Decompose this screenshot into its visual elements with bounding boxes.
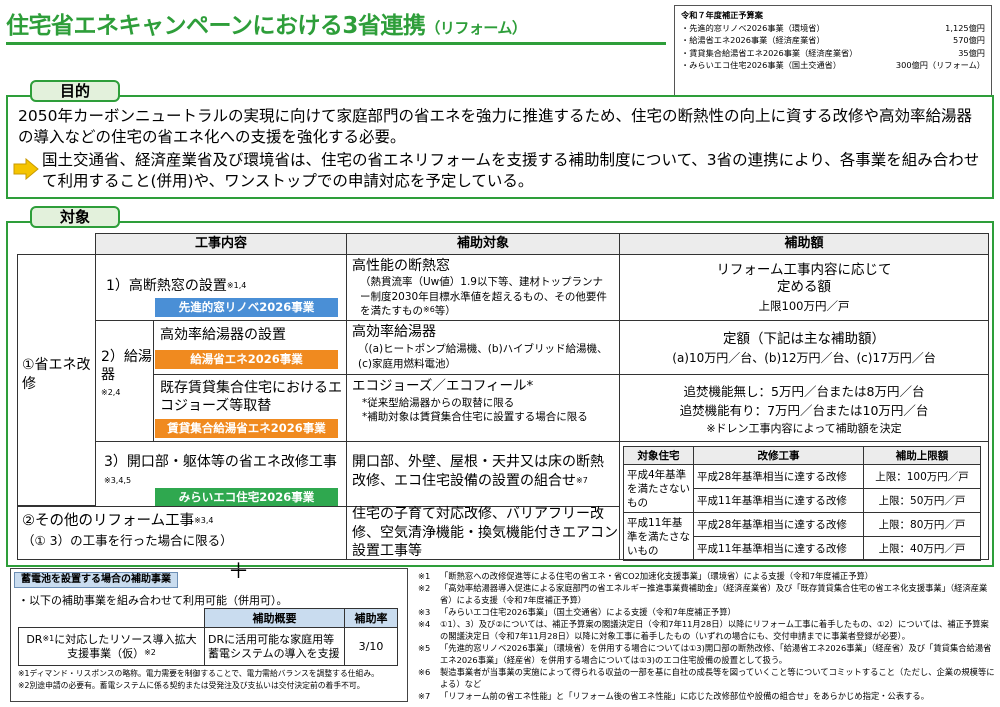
opening-target-cell xyxy=(346,441,620,507)
opening-work-label: 3）開口部・躯体等の省エネ改修工事※3,4,5 xyxy=(104,454,337,485)
footnote: ※3「みらいエコ住宅2026事業」（国土交通省）による支援（令和7年度補正予算） xyxy=(418,607,736,617)
other-work-sub: （① 3）の工事を行った場合に限る） xyxy=(22,533,233,548)
battery-table-blank xyxy=(19,609,205,628)
target-tab: 対象 xyxy=(30,206,120,228)
battery-lead: ・以下の補助事業を組み合わせて利用可能（併用可）。 xyxy=(18,594,288,607)
window-target-detail: （熱貫流率（Uw値）1.9以下等、建材トップランナー制度2030年目標水準値を超… xyxy=(360,276,607,317)
cap-amount: 上限：80万円／戸 xyxy=(863,512,981,537)
objective-section xyxy=(6,95,994,199)
rental-amount-line1: 追焚機能無し：5万円／台または8万円／台 xyxy=(683,384,925,399)
rental-program-badge: 賃貸集合給湯省エネ2026事業 xyxy=(155,419,338,438)
high-eff-target-title: 高効率給湯器 xyxy=(352,324,436,340)
budget-row: ・先進的窓リノベ2026事業（環境省）1,125億円 xyxy=(681,22,985,33)
footnote: ※1「断熱窓への改修促進等による住宅の省エネ・省CO2加速化支援事業」（環境省）… xyxy=(418,571,874,581)
objective-tab: 目的 xyxy=(30,80,120,102)
window-target-cell xyxy=(346,254,620,321)
battery-program-summary: DRに活用可能な家庭用等蓄電システムの導入を支援 xyxy=(204,627,345,666)
cap-amount: 上限：50万円／戸 xyxy=(863,488,981,513)
high-eff-amount-line1: 定額（下記は主な補助額） xyxy=(723,331,885,347)
battery-header-summary: 補助概要 xyxy=(204,608,345,628)
battery-header-rate: 補助率 xyxy=(344,608,398,628)
battery-program-rate: 3/10 xyxy=(344,627,398,666)
title-underline xyxy=(6,42,666,45)
header-work: 工事内容 xyxy=(95,233,347,255)
window-amount-cell xyxy=(619,254,989,321)
budget-row: ・給湯省エネ2026事業（経済産業省）570億円 xyxy=(681,35,985,45)
cap-table: 対象住宅 改修工事 補助上限額 平成4年基準を満たさないもの 平成28年基準相当… xyxy=(623,446,981,561)
window-program-badge: 先進的窓リノベ2026事業 xyxy=(155,298,338,317)
budget-box: 令和７年度補正予算案 ・先進的窓リノベ2026事業（環境省）1,125億円 ・給… xyxy=(674,5,992,96)
high-eff-amount-line2: (a)10万円／台、(b)12万円／台、(c)17万円／台 xyxy=(672,351,936,365)
battery-tag: 蓄電池を設置する場合の補助事業 xyxy=(14,572,178,588)
rental-target-title: エコジョーズ／エコフィール* xyxy=(352,378,534,394)
budget-heading: 令和７年度補正予算案 xyxy=(681,10,763,20)
opening-target-text: 開口部、外壁、屋根・天井又は床の断熱改修、エコ住宅設備の設置の組合せ※7 xyxy=(352,454,604,489)
page-title-suffix: （リフォーム） xyxy=(425,19,527,37)
water-heater-group-cell xyxy=(95,320,154,442)
footnote: ※2「高効率給湯器導入促進による家庭部門の省エネルギー推進事業費補助金」（経済産… xyxy=(418,583,988,605)
energy-category-label: ①省エネ改修 xyxy=(22,357,91,392)
window-amount-cap: 上限100万円／戸 xyxy=(758,299,850,313)
footnote: ※7「リフォーム前の省エネ性能」と「リフォーム後の省エネ性能」に応じた改修部位や… xyxy=(418,691,930,701)
objective-paragraph-collab: 国土交通省、経済産業省及び環境省は、住宅の省エネリフォームを支援する補助制度につ… xyxy=(42,151,980,190)
high-eff-program-badge: 給湯省エネ2026事業 xyxy=(155,350,338,369)
other-target-text: 住宅の子育て対応改修、バリアフリー改修、空気清浄機能・換気機能付きエアコン設置工… xyxy=(352,506,618,559)
rental-amount-cell xyxy=(619,374,989,442)
other-work-label: ②その他のリフォーム工事※3,4 xyxy=(22,513,214,529)
rental-target-cell xyxy=(346,374,620,442)
opening-program-badge: みらいエコ住宅2026事業 xyxy=(155,488,338,507)
water-heater-group-note: ※2,4 xyxy=(101,388,121,397)
window-amount-line2: 定める額 xyxy=(777,279,831,295)
rental-amount-line2: 追焚機能有り：7万円／台または10万円／台 xyxy=(679,403,929,418)
footnote: ※5「先進的窓リノベ2026事業」（環境省）を併用する場合については①3)開口部… xyxy=(418,643,992,665)
budget-row: ・賃貸集合給湯省エネ2026事業（経済産業省）35億円 xyxy=(681,47,985,58)
water-heater-group-label: 2）給湯器 xyxy=(101,349,152,383)
cap-header-house: 対象住宅 xyxy=(623,446,694,465)
battery-program-name: DR※1に対応したリソース導入拡大支援事業（仮）※2 xyxy=(18,627,205,666)
rental-target-note1: *従来型給湯器からの取替に限る xyxy=(362,397,515,409)
high-eff-target-cell xyxy=(346,320,620,375)
cap-work: 平成11年基準相当に達する改修 xyxy=(693,488,864,513)
other-target-cell xyxy=(346,506,620,560)
rental-work-label: 既存賃貸集合住宅におけるエコジョーズ等取替 xyxy=(160,380,342,414)
energy-category-cell xyxy=(17,254,96,506)
cap-amount: 上限：40万円／戸 xyxy=(863,536,981,561)
high-eff-amount-cell xyxy=(619,320,989,375)
budget-row: ・みらいエコ住宅2026事業（国土交通省）300億円（リフォーム） xyxy=(681,60,985,70)
battery-box xyxy=(10,568,408,702)
window-work-label: 1）高断熱窓の設置※1,4 xyxy=(106,278,247,294)
battery-table: 補助概要 補助率 DR※1に対応したリソース導入拡大支援事業（仮）※2 DRに活… xyxy=(18,608,398,666)
window-amount-line1: リフォーム工事内容に応じて xyxy=(716,262,892,278)
plus-icon: ＋ xyxy=(228,559,249,583)
header-subsidy-target: 補助対象 xyxy=(346,233,620,255)
cap-amount: 上限：100万円／戸 xyxy=(863,464,981,489)
cap-house: 平成4年基準を満たさないもの xyxy=(623,464,694,513)
window-target-title: 高性能の断熱窓 xyxy=(352,258,450,274)
header-amount: 補助額 xyxy=(619,233,989,255)
rental-amount-line3: ※ドレン工事内容によって補助額を決定 xyxy=(706,422,902,435)
cap-header-work: 改修工事 xyxy=(693,446,864,465)
cap-house: 平成11年基準を満たさないもの xyxy=(623,512,694,561)
arrow-right-icon xyxy=(13,158,39,180)
objective-paragraph: 2050年カーボンニュートラルの実現に向けて家庭部門の省エネを強力に推進するため… xyxy=(18,107,972,146)
cap-work: 平成28年基準相当に達する改修 xyxy=(693,464,864,489)
cap-work: 平成28年基準相当に達する改修 xyxy=(693,512,864,537)
page-title: 住宅省エネキャンペーンにおける3省連携（リフォーム） xyxy=(6,13,527,39)
rental-target-note2: *補助対象は賃貸集合住宅に設置する場合に限る xyxy=(362,411,588,423)
battery-foot2: ※2別途申請の必要有。蓄電システムに係る契約または受発注及び支払いは交付決定前の… xyxy=(18,681,365,690)
high-eff-target-detail: （(a)ヒートポンプ給湯機、(b)ハイブリッド給湯機、(c)家庭用燃料電池） xyxy=(358,343,608,370)
footnotes: ※1「断熱窓への改修促進等による住宅の省エネ・省CO2加速化支援事業」（環境省）… xyxy=(418,570,996,702)
cap-work: 平成11年基準相当に達する改修 xyxy=(693,536,864,561)
other-work-cell xyxy=(17,506,347,560)
battery-foot1: ※1ディマンド・リスポンスの略称。電力需要を制御することで、電力需給バランスを調… xyxy=(18,669,379,678)
high-eff-work-label: 高効率給湯器の設置 xyxy=(160,327,286,343)
cap-header-cap: 補助上限額 xyxy=(863,446,981,465)
